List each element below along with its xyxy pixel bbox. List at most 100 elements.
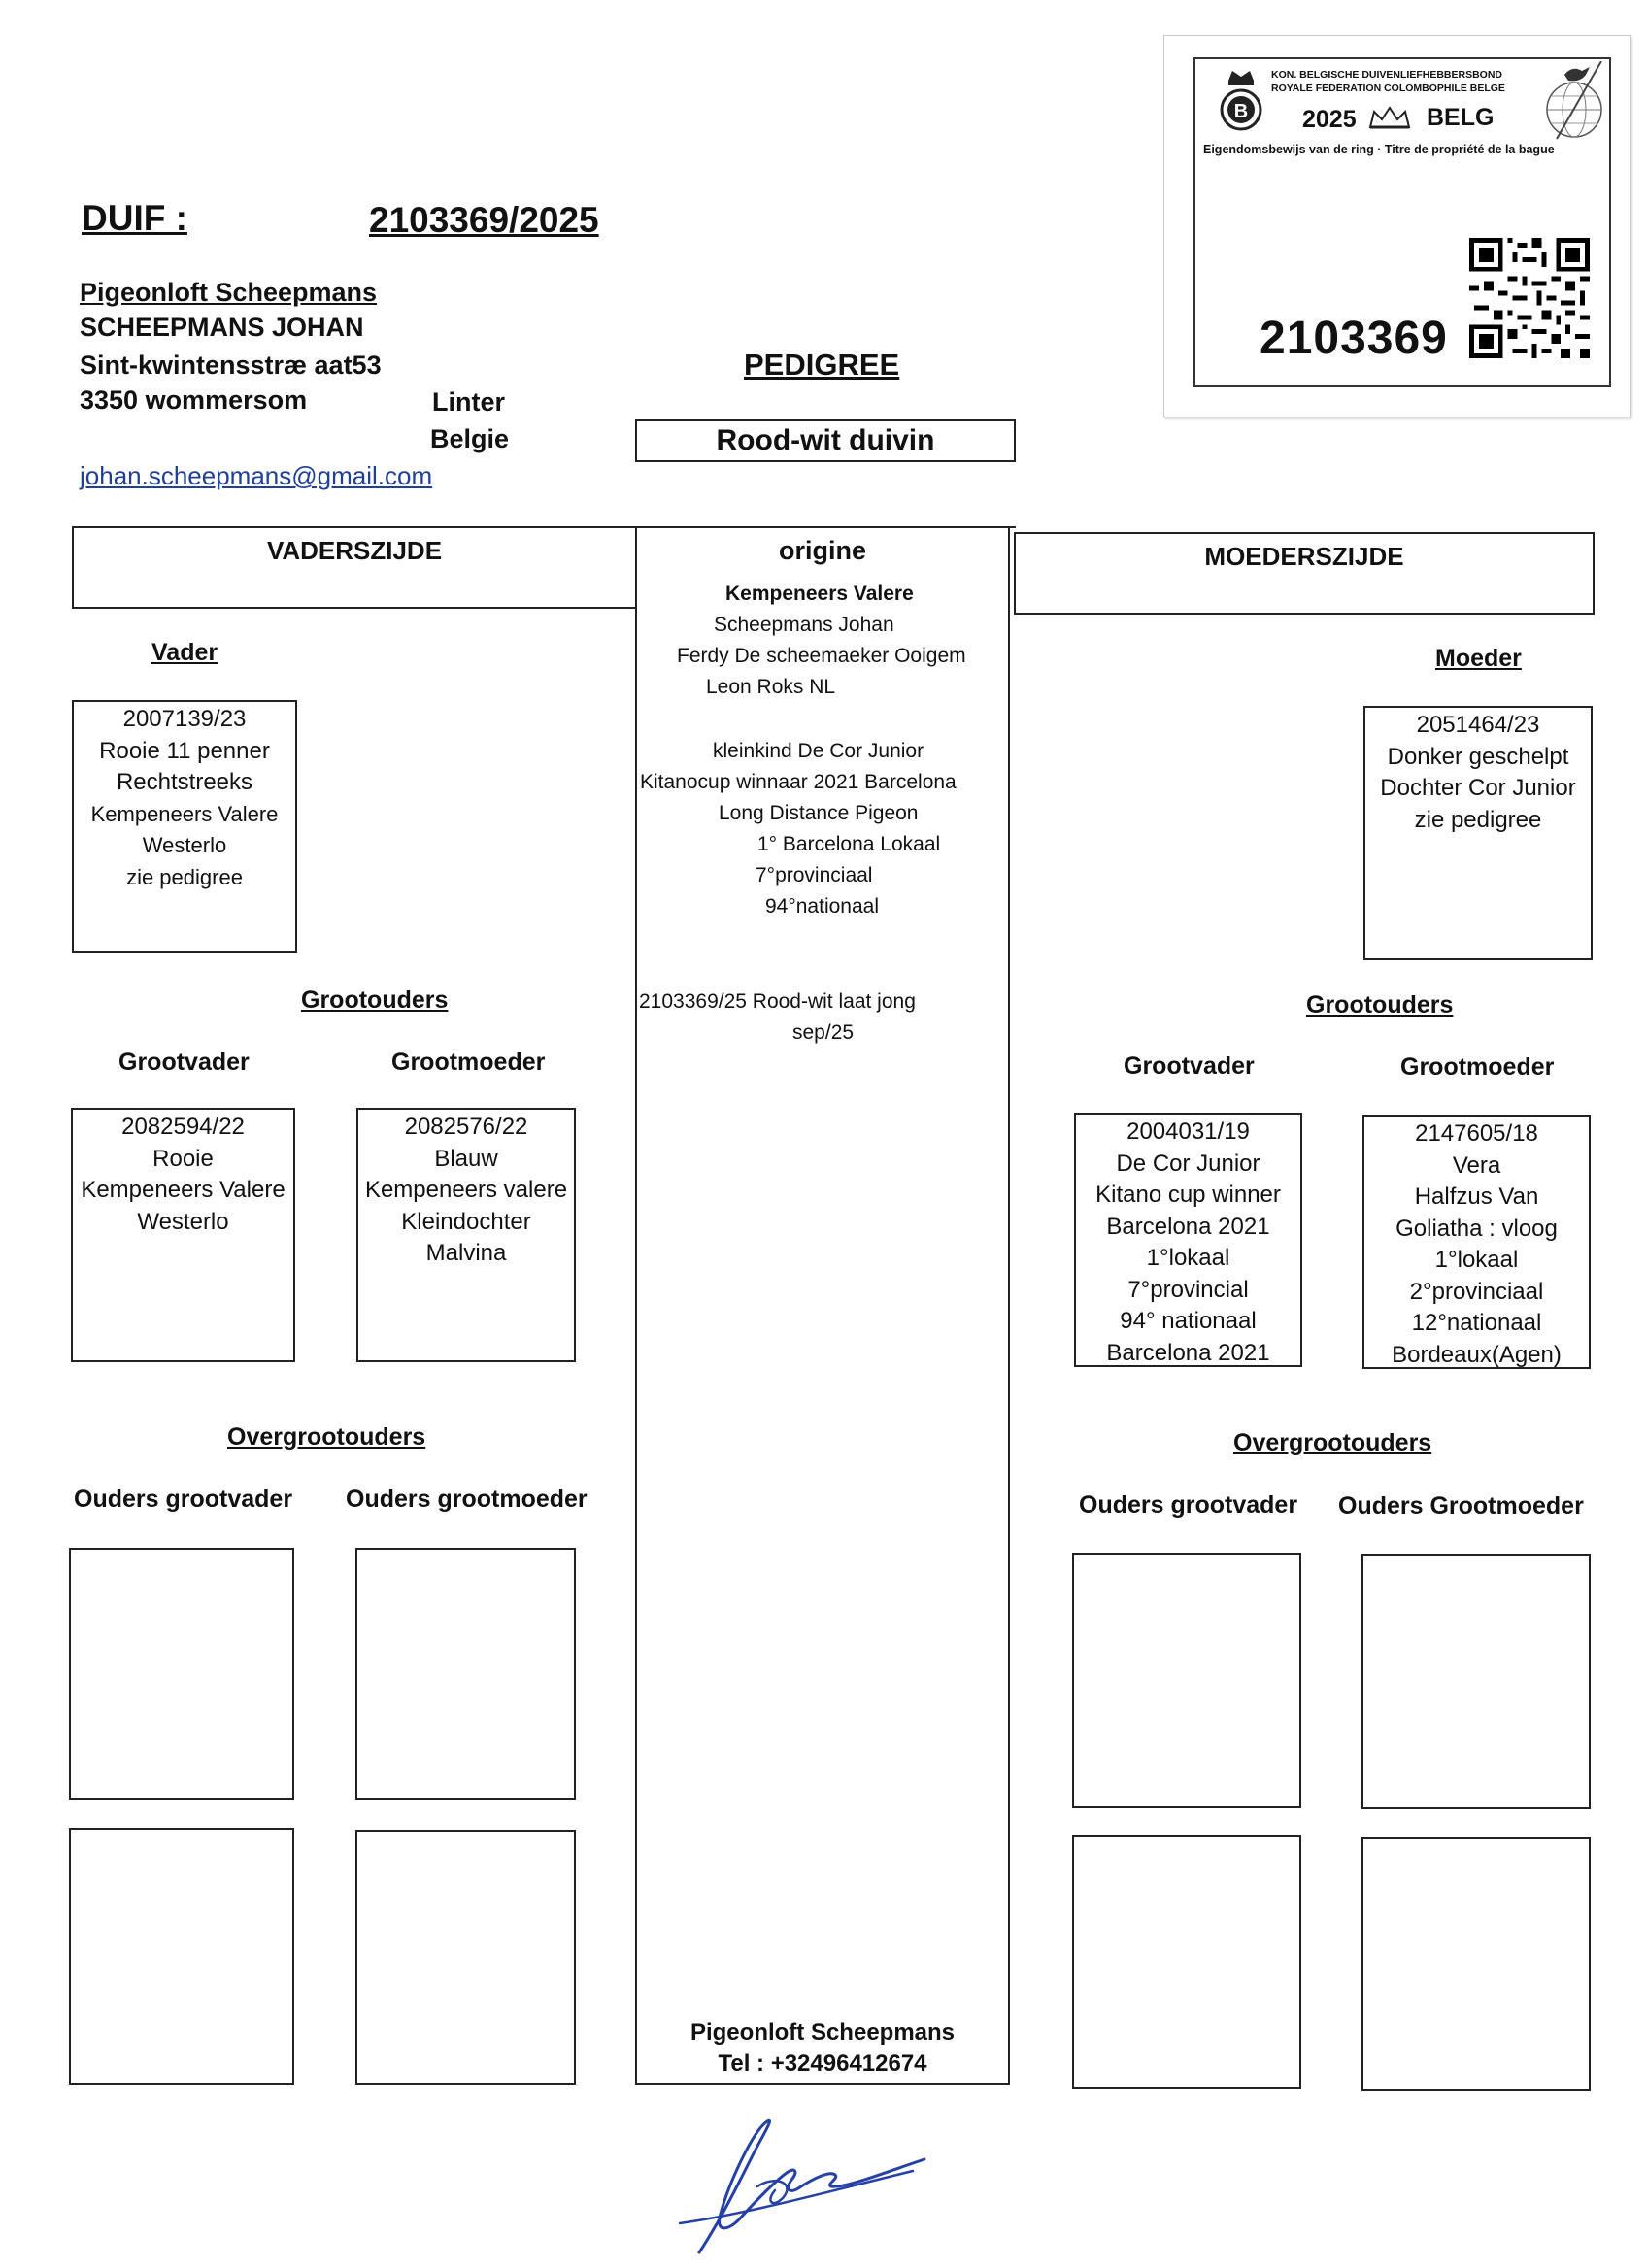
ouders-grootmoeder-label-father: Ouders grootmoeder <box>346 1485 588 1513</box>
pedigree-title: PEDIGREE <box>744 348 900 382</box>
mother-side-title: MOEDERSZIJDE <box>1204 542 1404 571</box>
moeder-line: Dochter Cor Junior <box>1380 775 1576 801</box>
grootvader-label-mother: Grootvader <box>1124 1052 1255 1080</box>
ouders-grootmoeder-label-mother: Ouders Grootmoeder <box>1338 1492 1584 1519</box>
grootouders-label-mother: Grootouders <box>1306 991 1454 1018</box>
ouders-grootvader-label-father: Ouders grootvader <box>74 1485 293 1513</box>
overgrootouders-label-mother: Overgrootouders <box>1233 1429 1432 1456</box>
crown-icon <box>1368 106 1411 129</box>
color-sex-text: Rood-wit duivin <box>716 424 935 456</box>
vader-ring: 2007139/23 <box>122 706 247 732</box>
origin-left-border <box>635 526 637 2084</box>
great-grandparent-box <box>355 1830 576 2085</box>
origin-line-2: Scheepmans Johan <box>714 614 894 636</box>
great-grandparent-box <box>1361 1837 1591 2091</box>
grootmoeder-mother-line: 2°provinciaal <box>1409 1278 1544 1305</box>
federation-logo-icon: B <box>1220 71 1262 131</box>
origin-line-7: Long Distance Pigeon <box>719 802 919 824</box>
vader-line: zie pedigree <box>126 864 243 889</box>
origin-line-9: 7°provinciaal <box>756 864 873 886</box>
owner-name: SCHEEPMANS JOHAN <box>80 313 364 342</box>
overgrootouders-label-father: Overgrootouders <box>227 1423 426 1451</box>
origin-right-border <box>1008 526 1010 2084</box>
grootmoeder-father-ring: 2082576/22 <box>404 1114 528 1140</box>
grootvader-mother-line: 7°provincial <box>1127 1276 1249 1303</box>
grootvader-mother-line: Barcelona 2021 <box>1106 1339 1270 1366</box>
great-grandparent-box <box>355 1548 576 1800</box>
grootmoeder-father-line: Kleindochter <box>401 1208 531 1235</box>
grootvader-mother-line: 1°lokaal <box>1146 1245 1230 1271</box>
father-side-title: VADERSZIJDE <box>266 536 443 565</box>
grootvader-father-line: Kempeneers Valere <box>81 1177 286 1203</box>
vader-line: Westerlo <box>142 833 227 857</box>
grootvader-mother-line: De Cor Junior <box>1116 1150 1260 1177</box>
origin-title: origine <box>778 536 866 565</box>
origin-line-4: Leon Roks NL <box>706 676 836 698</box>
color-sex-box: Rood-wit duivin <box>635 419 1016 462</box>
ring-card: B KON. BELGISCHE DUIVENLIEFHEBBERSBOND R… <box>1163 35 1631 417</box>
grootmoeder-mother-line: Halfzus Van <box>1414 1184 1539 1210</box>
grootmoeder-father-line: Malvina <box>425 1240 507 1266</box>
origin-footer-loft: Pigeonloft Scheepmans <box>689 2019 956 2046</box>
duif-label: DUIF : <box>82 198 187 238</box>
great-grandparent-box <box>69 1828 294 2085</box>
ring-card-number: 2103369 <box>1260 313 1448 364</box>
ring-card-year: 2025 <box>1302 106 1357 133</box>
origin-bottom-border <box>635 2083 1010 2085</box>
owner-postal: 3350 wommersom <box>80 385 308 415</box>
grootmoeder-mother-line: 12°nationaal <box>1411 1310 1542 1336</box>
globe-pigeon-icon <box>1546 61 1602 140</box>
great-grandparent-box <box>1361 1554 1591 1809</box>
moeder-line: Donker geschelpt <box>1387 743 1569 770</box>
origin-line-8: 1° Barcelona Lokaal <box>757 833 941 855</box>
owner-street: Sint-kwintensstræ aat53 <box>80 350 382 380</box>
grootmoeder-mother-line: Bordeaux(Agen) <box>1392 1341 1562 1368</box>
grootouders-label-father: Grootouders <box>301 986 449 1014</box>
vader-label: Vader <box>151 639 218 666</box>
vader-line: Kempeneers Valere <box>90 801 279 826</box>
qr-code-icon <box>1469 238 1590 358</box>
grootmoeder-mother-line: Vera <box>1452 1151 1501 1179</box>
owner-country: Belgie <box>430 424 510 453</box>
vader-box: 2007139/23 Rooie 11 penner Rechtstreeks … <box>72 700 297 953</box>
origin-top-border <box>635 526 1016 528</box>
origin-line-3: Ferdy De scheemaeker Ooigem <box>677 645 966 667</box>
grootmoeder-mother-box: 2147605/18 Vera Halfzus Van Goliatha : v… <box>1362 1115 1591 1369</box>
moeder-label: Moeder <box>1435 645 1522 672</box>
great-grandparent-box <box>1072 1835 1301 2089</box>
grootvader-mother-box: 2004031/19 De Cor Junior Kitano cup winn… <box>1074 1113 1302 1367</box>
svg-text:B: B <box>1234 101 1248 122</box>
grootmoeder-father-line: Kempeneers valere <box>364 1177 568 1203</box>
vader-line: Rechtstreeks <box>116 769 253 795</box>
moeder-line: zie pedigree <box>1414 806 1542 833</box>
moeder-ring: 2051464/23 <box>1416 712 1540 738</box>
owner-loft: Pigeonloft Scheepmans <box>80 278 378 307</box>
grootvader-father-line: Rooie <box>152 1145 214 1172</box>
ring-card-inner: B KON. BELGISCHE DUIVENLIEFHEBBERSBOND R… <box>1193 57 1611 387</box>
owner-email-link[interactable]: johan.scheepmans@gmail.com <box>80 461 433 490</box>
grootmoeder-mother-line: Goliatha : vloog <box>1395 1215 1558 1242</box>
ring-card-ownership: Eigendomsbewijs van de ring · Titre de p… <box>1203 143 1555 156</box>
owner-town: Linter <box>432 387 506 417</box>
grootmoeder-mother-ring: 2147605/18 <box>1415 1120 1538 1147</box>
ring-card-org-nl: KON. BELGISCHE DUIVENLIEFHEBBERSBOND <box>1271 69 1503 81</box>
origin-line-12: sep/25 <box>792 1021 855 1044</box>
grootmoeder-label-father: Grootmoeder <box>391 1049 546 1076</box>
origin-line-11: 2103369/25 Rood-wit laat jong <box>639 990 916 1013</box>
grootvader-mother-line: 94° nationaal <box>1120 1308 1257 1334</box>
ouders-grootvader-label-mother: Ouders grootvader <box>1079 1491 1298 1518</box>
grootmoeder-mother-line: 1°lokaal <box>1434 1247 1519 1273</box>
grootvader-father-ring: 2082594/22 <box>121 1114 245 1140</box>
ring-card-org-fr: ROYALE FÉDÉRATION COLOMBOPHILE BELGE <box>1271 83 1505 94</box>
moeder-box: 2051464/23 Donker geschelpt Dochter Cor … <box>1363 706 1593 960</box>
grootmoeder-father-line: Blauw <box>434 1145 498 1172</box>
mother-side-header: MOEDERSZIJDE <box>1014 532 1595 615</box>
grootvader-mother-line: Barcelona 2021 <box>1106 1213 1270 1240</box>
father-side-header: VADERSZIJDE <box>72 526 637 609</box>
grootvader-father-line: Westerlo <box>137 1208 229 1235</box>
vader-line: Rooie 11 penner <box>99 737 270 764</box>
great-grandparent-box <box>69 1548 294 1800</box>
grootvader-mother-line: Kitano cup winner <box>1095 1182 1281 1208</box>
grootvader-father-box: 2082594/22 Rooie Kempeneers Valere Weste… <box>71 1108 295 1362</box>
origin-line-6: Kitanocup winnaar 2021 Barcelona <box>640 771 957 793</box>
